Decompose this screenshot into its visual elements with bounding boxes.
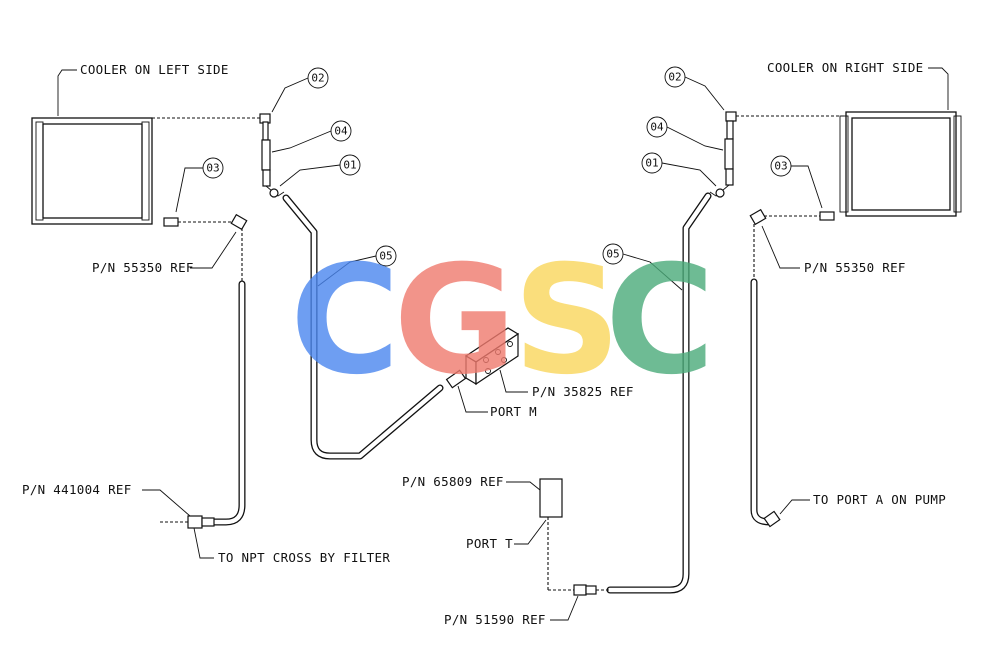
right-return-hose	[750, 278, 774, 526]
left-callout-01: 01	[343, 159, 356, 172]
left-callout-03: 03	[206, 162, 219, 175]
right-callout-04-leader	[666, 126, 724, 151]
label-to-npt-cross: TO NPT CROSS BY FILTER	[218, 550, 390, 565]
label-cooler-right: COOLER ON RIGHT SIDE	[767, 60, 924, 75]
right-part-04	[724, 138, 734, 170]
left-callout-02: 02	[311, 72, 324, 85]
left-tee-fitting	[259, 113, 271, 141]
left-callout-04-leader	[271, 130, 332, 153]
label-port-m: PORT M	[490, 404, 537, 419]
right-callout-03: 03	[774, 160, 787, 173]
left-elbow-55350	[230, 213, 248, 282]
left-55350-leader	[190, 231, 237, 269]
label-pn-55350-left: P/N 55350 REF	[92, 260, 194, 275]
right-cooler	[839, 111, 962, 217]
right-callout-01: 01	[645, 157, 658, 170]
manifold-leader	[499, 369, 528, 393]
right-callout-03-leader	[791, 165, 823, 209]
left-441004-leader	[142, 489, 191, 517]
left-callout-04: 04	[334, 125, 348, 138]
right-callout-05: 05	[606, 248, 619, 261]
watermark-letter: S	[513, 234, 621, 408]
port-t-leader	[514, 519, 547, 545]
valve-65809	[539, 478, 563, 518]
label-cooler-left: COOLER ON LEFT SIDE	[80, 62, 229, 77]
label-to-port-a: TO PORT A ON PUMP	[813, 492, 946, 507]
label-pn-65809: P/N 65809 REF	[402, 474, 504, 489]
right-callout-01-leader	[661, 162, 717, 187]
right-cooler-fitting	[819, 211, 835, 221]
watermark-letter: C	[290, 234, 400, 408]
right-callout-02-leader	[684, 76, 725, 111]
port-m-leader	[457, 385, 488, 413]
left-cooler-fitting	[163, 217, 179, 227]
left-callout-01-leader	[279, 164, 341, 187]
right-callout-02: 02	[668, 71, 681, 84]
label-port-t: PORT T	[466, 536, 513, 551]
right-callout-05-leader	[622, 253, 683, 291]
right-55350-leader	[761, 225, 800, 269]
watermark-letter: C	[605, 234, 715, 408]
right-port-a-leader	[779, 499, 810, 515]
left-npt-fitting	[187, 515, 215, 529]
left-elbow-01	[262, 169, 285, 198]
label-pn-35825: P/N 35825 REF	[532, 384, 634, 399]
label-pn-51590: P/N 51590 REF	[444, 612, 546, 627]
valve-65809-leader	[506, 481, 541, 491]
right-callout-04: 04	[650, 121, 664, 134]
right-cooler-leader	[928, 67, 949, 110]
right-elbow-01	[709, 168, 734, 198]
left-return-hose	[210, 280, 246, 526]
label-pn-441004: P/N 441004 REF	[22, 482, 132, 497]
left-npt-cross-leader	[193, 527, 214, 559]
manifold-block-35825	[464, 327, 520, 386]
right-elbow-55350	[749, 208, 767, 280]
left-cooler	[31, 117, 153, 225]
right-tee-fitting	[725, 111, 737, 140]
left-callout-03-leader	[175, 167, 203, 213]
fitting-51590-leader	[550, 595, 579, 621]
fitting-51590	[573, 584, 597, 596]
watermark-letter: G	[393, 234, 516, 408]
left-callout-05-leader	[317, 255, 377, 287]
port-m-fitting	[445, 369, 467, 389]
left-part-04	[261, 139, 271, 171]
left-callout-02-leader	[271, 77, 309, 113]
left-callout-05: 05	[379, 250, 392, 263]
left-cooler-leader	[57, 69, 77, 116]
right-pump-fitting	[763, 510, 781, 528]
label-pn-55350-right: P/N 55350 REF	[804, 260, 906, 275]
